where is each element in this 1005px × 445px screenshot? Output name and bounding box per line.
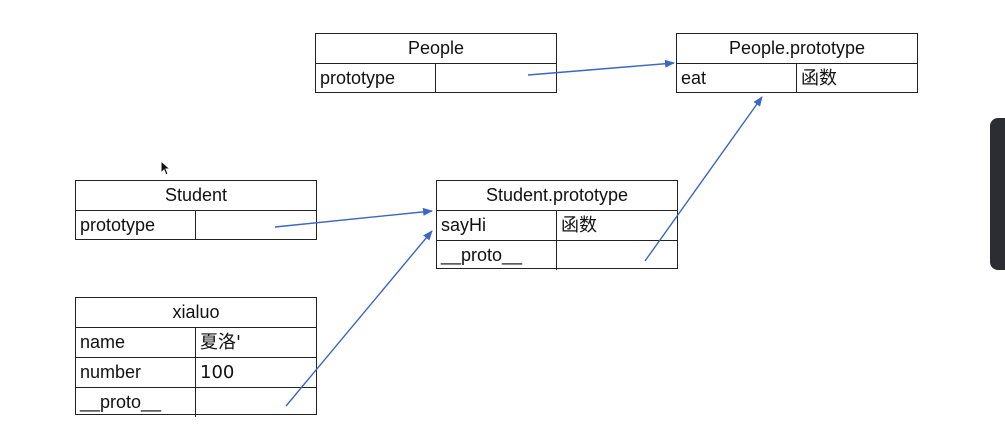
box-title: Student.prototype [437,181,677,211]
row-value: 函数 [801,68,837,89]
box-people: People prototype [315,33,557,93]
row-value: 函数 [561,215,597,236]
row-value: 夏洛' [200,332,241,353]
row-key: __proto__ [437,241,557,270]
row-key: prototype [76,211,196,240]
row-key: prototype [316,64,436,93]
box-title: Student [76,181,316,211]
box-row: __proto__ [437,241,677,270]
row-value: 100 [200,362,235,383]
box-student: Student prototype [75,180,317,240]
box-row: name 夏洛' [76,328,316,358]
box-row: eat 函数 [677,64,917,93]
box-title: xialuo [76,298,316,328]
mouse-pointer-icon [160,160,172,176]
row-value [557,241,677,270]
row-key: __proto__ [76,388,196,417]
row-key: name [76,328,196,357]
box-title: People [316,34,556,64]
row-key: eat [677,64,797,93]
box-student-prototype: Student.prototype sayHi 函数 __proto__ [436,180,678,270]
row-value [196,211,316,240]
box-row: number 100 [76,358,316,388]
box-row: __proto__ [76,388,316,417]
box-title: People.prototype [677,34,917,64]
box-row: sayHi 函数 [437,211,677,241]
row-value [436,64,556,93]
side-panel-edge [990,118,1005,270]
box-xialuo: xialuo name 夏洛' number 100 __proto__ [75,297,317,417]
row-key: sayHi [437,211,557,240]
row-value [196,388,316,417]
box-people-prototype: People.prototype eat 函数 [676,33,918,93]
box-row: prototype [76,211,316,240]
row-key: number [76,358,196,387]
box-row: prototype [316,64,556,93]
